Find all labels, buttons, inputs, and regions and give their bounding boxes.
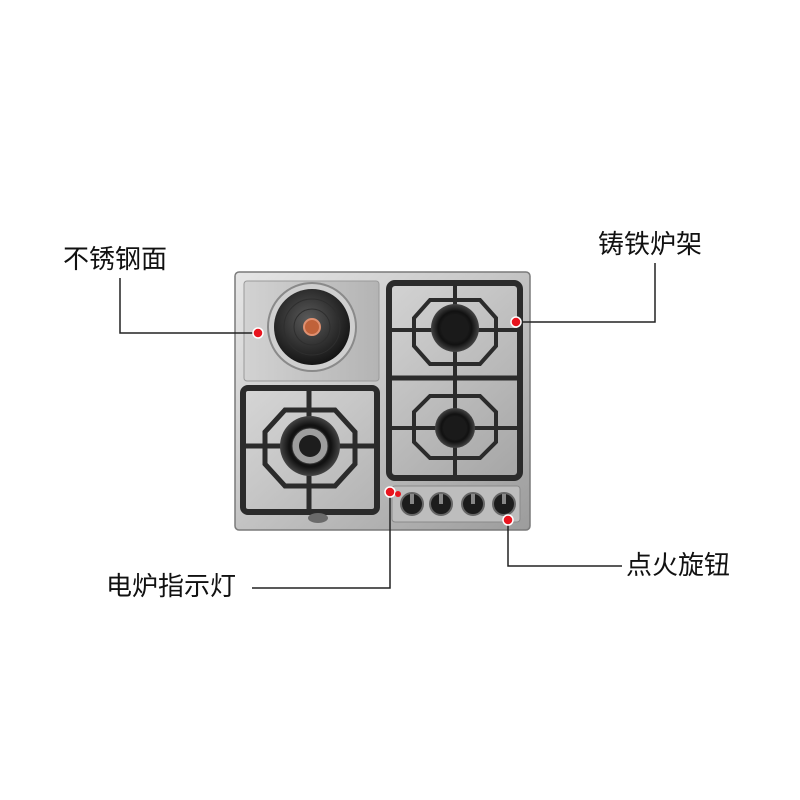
marker-dot-knobs	[502, 514, 514, 526]
leader-line-grate	[516, 263, 656, 323]
callout-ignition-knobs: 点火旋钮	[626, 551, 731, 581]
brand-logo-mark	[308, 513, 328, 523]
gas-burner-bottom-right	[435, 408, 475, 448]
electric-indicator-light	[395, 491, 401, 497]
callout-stainless-panel: 不锈钢面	[63, 245, 168, 275]
knob	[400, 492, 424, 516]
knob	[492, 492, 516, 516]
marker-dot-indicator	[384, 486, 396, 498]
callout-electric-indicator: 电炉指示灯	[106, 572, 237, 602]
marker-dot-stainless	[252, 327, 264, 339]
ignition-knob-row	[400, 492, 516, 516]
leader-line-knobs	[507, 520, 622, 567]
gas-burner-left	[280, 416, 340, 476]
knob	[461, 492, 485, 516]
marker-dot-grate	[510, 316, 522, 328]
control-strip	[391, 485, 521, 523]
electric-hotplate	[267, 282, 357, 372]
leader-line-stainless	[119, 278, 258, 334]
callout-cast-iron-grate: 铸铁炉架	[598, 230, 703, 260]
gas-burner-top-right	[431, 304, 479, 352]
knob	[429, 492, 453, 516]
leader-line-indicator	[252, 492, 391, 589]
